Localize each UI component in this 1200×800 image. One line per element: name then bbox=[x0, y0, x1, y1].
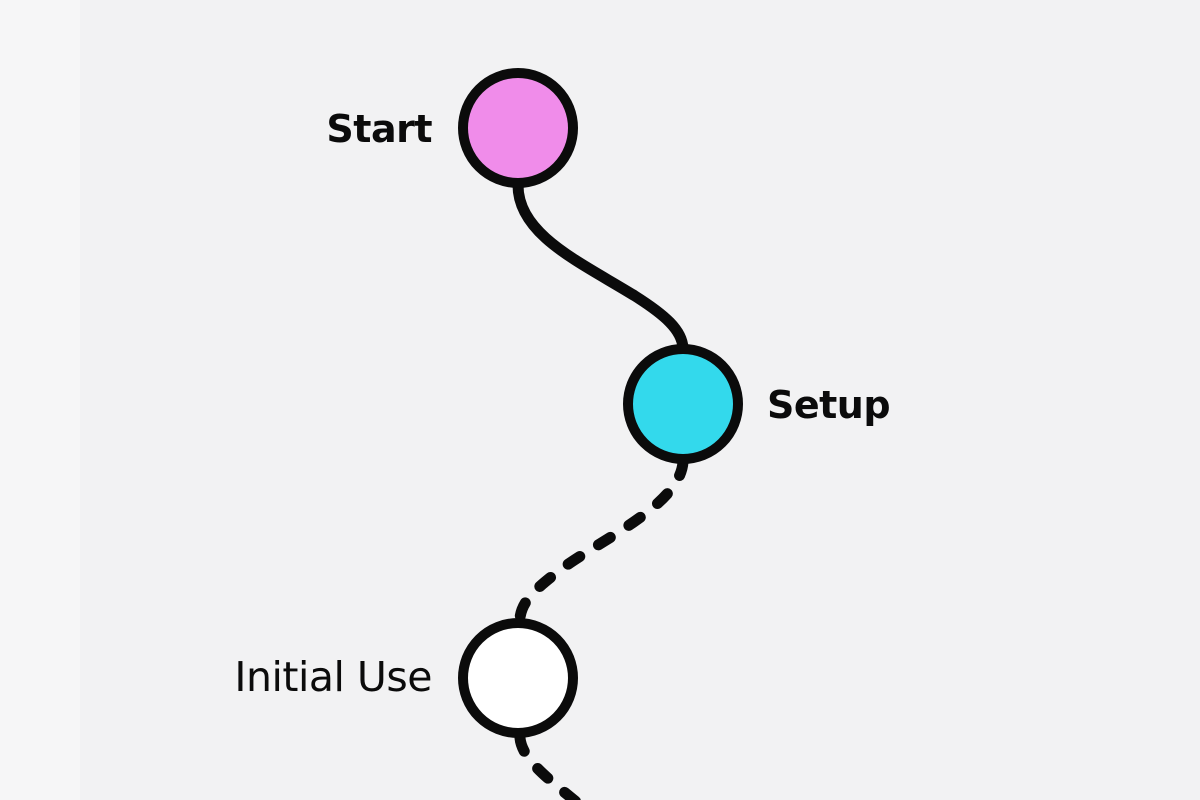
background-strip bbox=[0, 0, 80, 800]
step-node-initial-use[interactable] bbox=[458, 618, 578, 738]
step-node-start[interactable] bbox=[458, 68, 578, 188]
step-label-initial-use: Initial Use bbox=[234, 653, 432, 701]
connector-dashed-initial-next bbox=[514, 732, 583, 800]
step-node-setup[interactable] bbox=[623, 344, 743, 464]
step-label-start: Start bbox=[326, 107, 432, 151]
connector-solid-start-setup bbox=[512, 179, 689, 354]
step-label-setup: Setup bbox=[767, 383, 891, 427]
connector-dashed-setup-initial bbox=[514, 456, 689, 624]
